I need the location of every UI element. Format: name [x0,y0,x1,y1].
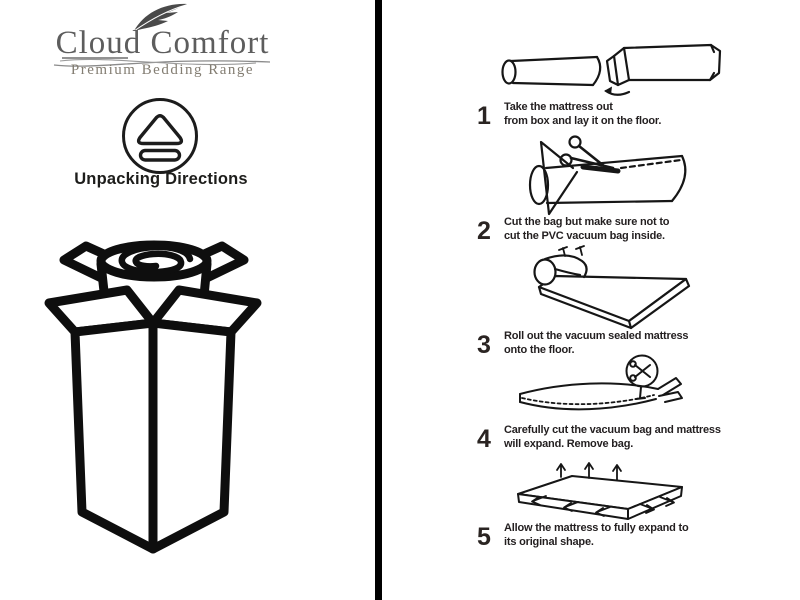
step-number: 3 [477,331,491,359]
step-1-illustration [501,43,722,96]
bag-seam [521,394,655,406]
expand-arrows-out [531,495,675,517]
scissors-icon [559,135,615,172]
box-opening [612,46,631,87]
eject-unbox-icon [122,98,198,174]
step-text: Carefully cut the vacuum bag and mattres… [504,424,721,450]
step-number: 1 [477,102,491,130]
scissors-badge-icon [625,354,659,400]
cut-slit [580,164,621,174]
pull-arrow-head [604,86,612,95]
bag-flap-upper [657,377,682,396]
step-number: 4 [477,425,491,453]
step-3-illustration [533,245,691,330]
step-text: Take the mattress out from box and lay i… [504,101,662,127]
box-right-face [148,318,236,554]
feather-icon [133,3,187,32]
step-text: Roll out the vacuum sealed mattress onto… [504,330,689,356]
logo-flourish [53,57,271,67]
step-4-illustration [519,354,683,411]
remaining-roll [533,258,557,286]
bag-flare [539,140,579,216]
step-5-illustration [517,462,683,520]
expand-arrows-up [556,462,622,481]
step-2-illustration [528,135,687,216]
vertical-divider [375,0,382,600]
bag-ties [558,245,585,257]
roll-end [528,164,550,206]
mattress-top-edge [519,382,659,395]
brand-tagline: Premium Bedding Range [70,62,255,78]
bag-flap-lower [658,391,683,403]
mattress-roll-spiral [118,243,194,276]
roll-end [501,59,517,85]
step-text: Allow the mattress to fully expand to it… [504,522,689,548]
section-title: Unpacking Directions [74,170,248,188]
step-text: Cut the bag but make sure not to cut the… [504,216,670,242]
step-number: 2 [477,217,491,245]
box-left-face [70,318,158,554]
step-number: 5 [477,523,491,551]
brand-name: Cloud Comfort [55,25,270,61]
cut-line [619,158,683,170]
mattress-in-box-illustration [44,240,262,554]
